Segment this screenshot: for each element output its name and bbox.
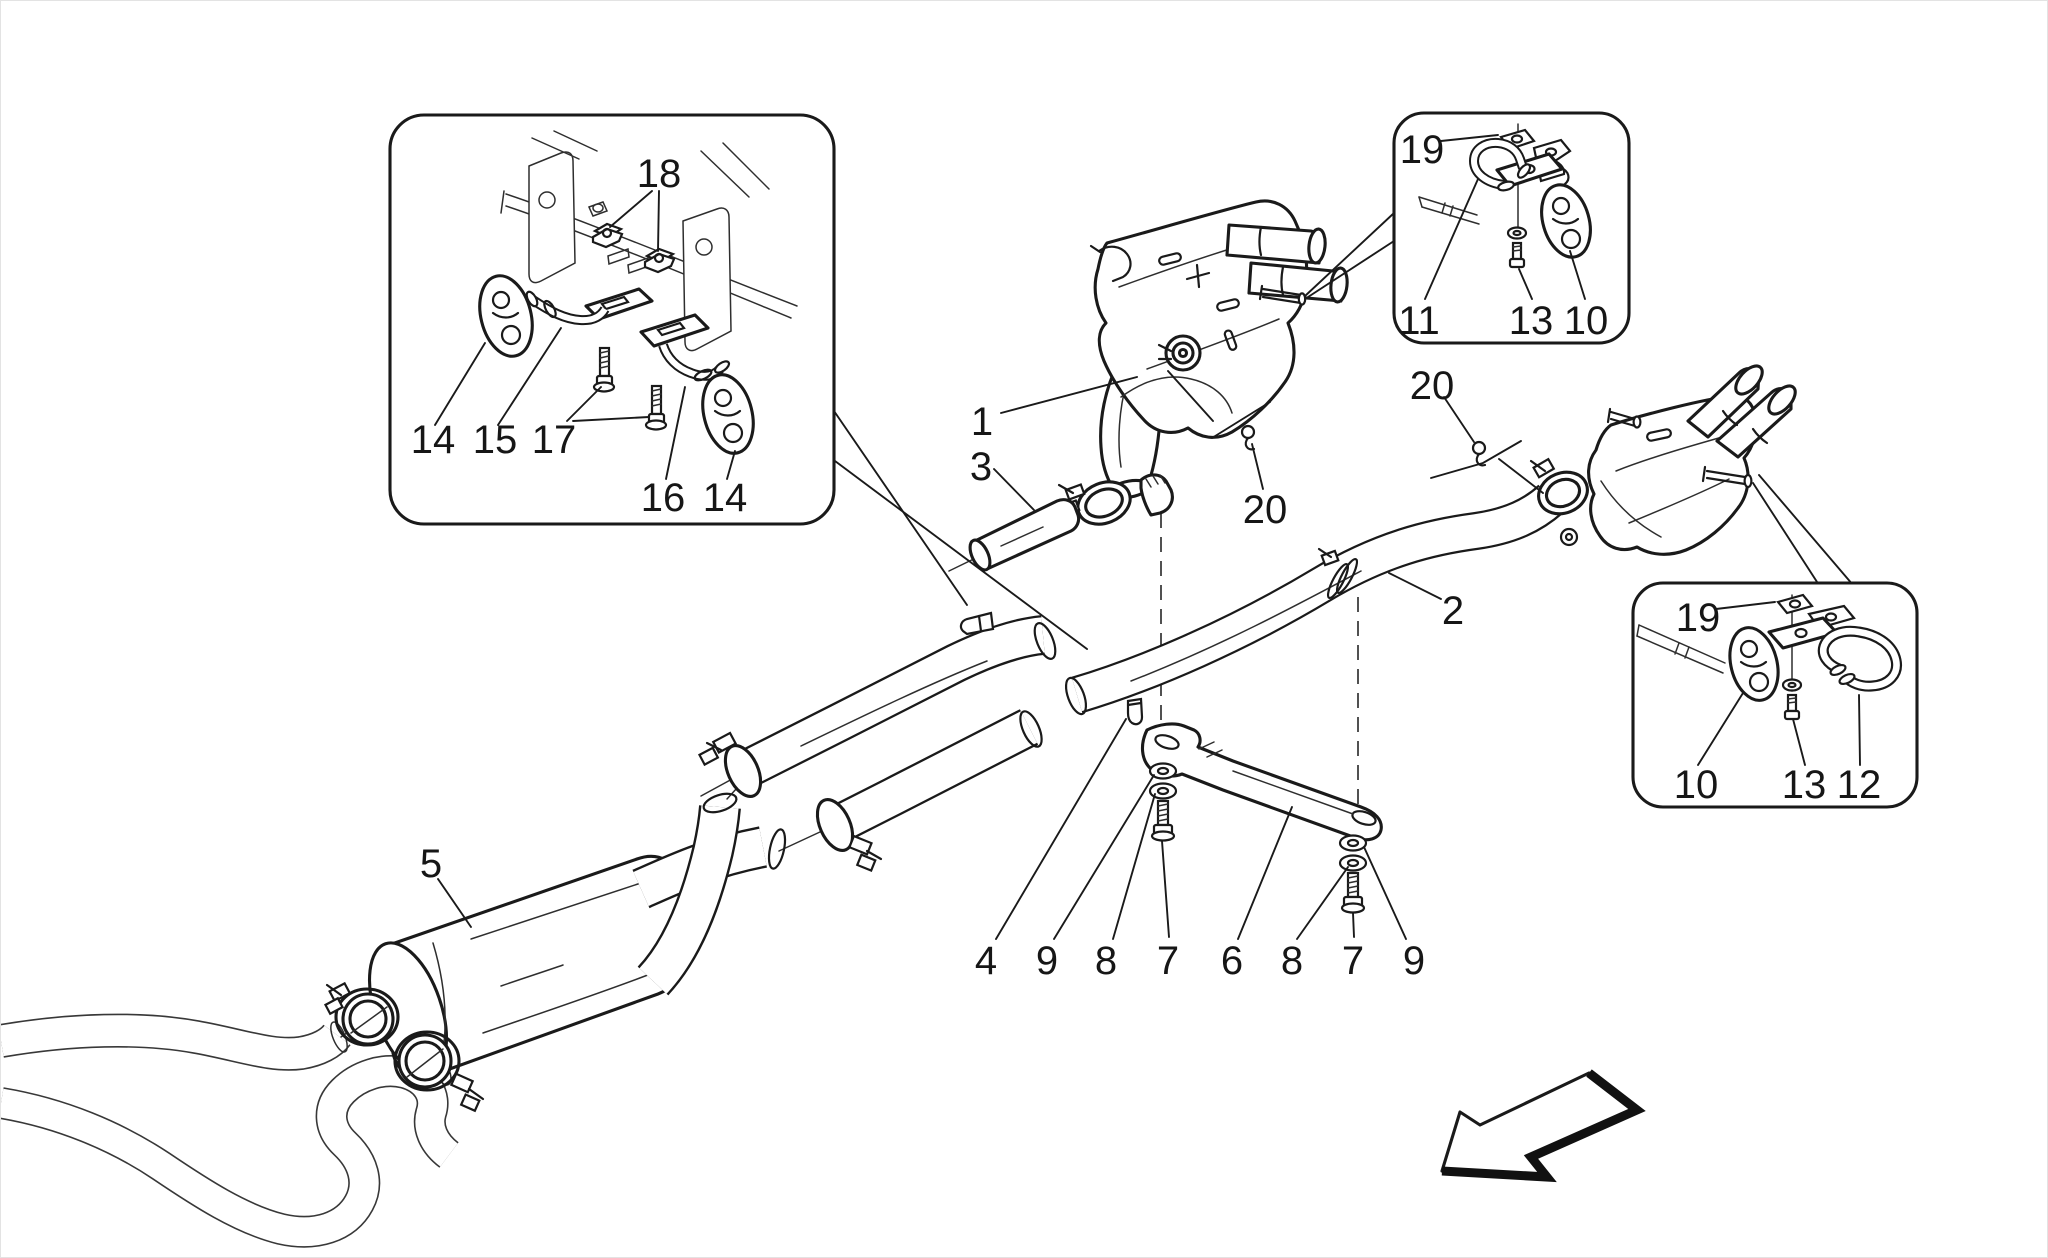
inlet-clamp-right bbox=[393, 1030, 485, 1113]
retaining-clip-right bbox=[1471, 440, 1487, 467]
callout-20-left: 20 bbox=[1243, 488, 1288, 532]
callout-labels: 18 14 15 17 16 14 19 11 13 10 19 10 13 1… bbox=[411, 128, 1882, 983]
callout-12: 12 bbox=[1837, 763, 1882, 807]
mount-pin-right bbox=[1701, 465, 1753, 489]
callout-7-right: 7 bbox=[1342, 939, 1364, 983]
hook-rod bbox=[1817, 625, 1902, 692]
inset-chassis-mounts bbox=[388, 113, 836, 526]
support-strap-assembly bbox=[1141, 722, 1383, 914]
callout-14-right: 14 bbox=[703, 476, 748, 520]
callout-3: 3 bbox=[970, 445, 992, 489]
bolt bbox=[644, 384, 668, 431]
mount-pin-left-silencer bbox=[1258, 284, 1307, 306]
hanger-bracket bbox=[1139, 473, 1174, 517]
main-leader-lines bbox=[437, 370, 1544, 940]
rubber-hanger bbox=[1728, 626, 1780, 702]
cage-nut bbox=[591, 222, 624, 249]
washer bbox=[1781, 678, 1803, 692]
callout-15: 15 bbox=[473, 418, 518, 462]
bolt bbox=[1340, 871, 1366, 914]
ghost-pipe bbox=[1636, 624, 1726, 674]
callout-16: 16 bbox=[641, 476, 686, 520]
rear-silencer-left bbox=[1057, 199, 1349, 526]
callout-20-right: 20 bbox=[1410, 364, 1455, 408]
hook-rod bbox=[658, 343, 731, 382]
mount-pin-top bbox=[1606, 407, 1642, 429]
washer bbox=[1506, 226, 1528, 240]
callout-10-right: 10 bbox=[1674, 763, 1719, 807]
callout-8-left: 8 bbox=[1095, 939, 1117, 983]
washer bbox=[1338, 854, 1368, 872]
connecting-pipe-left bbox=[968, 498, 1081, 572]
connecting-pipe-right bbox=[1064, 484, 1564, 726]
pipe-clamp-lower bbox=[815, 798, 855, 852]
rubber-hanger bbox=[701, 373, 755, 455]
callout-11: 11 bbox=[1398, 299, 1440, 343]
ghost-front-pipes bbox=[1, 1013, 460, 1248]
inlet-clamp-right-silencer bbox=[1529, 457, 1589, 516]
callout-19-right: 19 bbox=[1676, 596, 1721, 640]
ghost-pipe bbox=[1418, 196, 1480, 225]
callout-10-top: 10 bbox=[1564, 299, 1609, 343]
washer bbox=[1148, 782, 1178, 800]
inlet-clamp-left bbox=[323, 981, 400, 1047]
inset-hanger-left bbox=[1304, 111, 1631, 345]
direction-arrow-icon bbox=[1440, 1069, 1646, 1183]
valve-actuator bbox=[1157, 334, 1202, 372]
centre-silencer bbox=[323, 792, 787, 1113]
callout-2: 2 bbox=[1442, 589, 1464, 633]
bolt bbox=[1783, 693, 1801, 721]
rubber-hanger bbox=[1540, 183, 1592, 259]
intermediate-pipes bbox=[697, 611, 1057, 872]
washer bbox=[1338, 834, 1368, 852]
callout-19-top: 19 bbox=[1400, 128, 1445, 172]
rubber-hanger bbox=[478, 274, 534, 358]
inset-hanger-right bbox=[1631, 474, 1919, 809]
hook-rod bbox=[1468, 137, 1532, 192]
callout-8-right: 8 bbox=[1281, 939, 1303, 983]
callout-13-right: 13 bbox=[1782, 763, 1827, 807]
hanger-hook bbox=[1097, 245, 1132, 283]
callout-9-left: 9 bbox=[1036, 939, 1058, 983]
callout-7-left: 7 bbox=[1157, 939, 1179, 983]
tailpipes-right bbox=[1686, 364, 1797, 459]
callout-18: 18 bbox=[637, 152, 682, 196]
washer bbox=[1148, 762, 1178, 780]
callout-17: 17 bbox=[532, 418, 577, 462]
callout-5: 5 bbox=[420, 842, 442, 886]
hook-rod bbox=[525, 290, 610, 326]
callout-4: 4 bbox=[975, 939, 997, 983]
callout-9-right: 9 bbox=[1403, 939, 1425, 983]
hanger-bracket-plate bbox=[1767, 604, 1856, 650]
callout-1: 1 bbox=[971, 400, 993, 444]
hanger-pin-upper bbox=[959, 611, 995, 636]
bolt bbox=[1150, 799, 1176, 842]
cage-nut bbox=[643, 247, 676, 274]
rear-silencer-right bbox=[1529, 364, 1797, 556]
square-washer bbox=[1776, 593, 1814, 615]
bolt bbox=[1508, 241, 1526, 269]
mount-plate bbox=[639, 313, 710, 348]
callout-14-left: 14 bbox=[411, 418, 456, 462]
callout-6: 6 bbox=[1221, 939, 1243, 983]
callout-13-top: 13 bbox=[1509, 299, 1554, 343]
